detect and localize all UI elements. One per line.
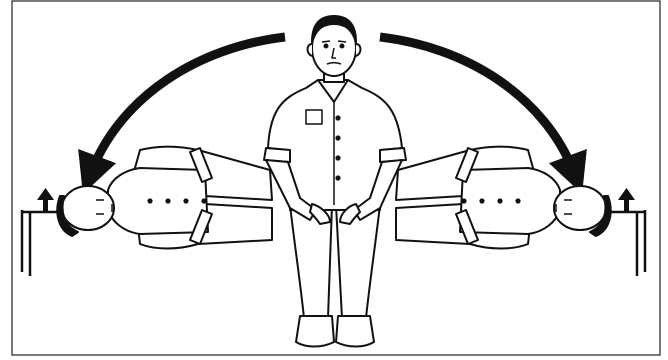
maneuver-illustration <box>0 0 668 360</box>
illustration-frame <box>0 0 668 360</box>
